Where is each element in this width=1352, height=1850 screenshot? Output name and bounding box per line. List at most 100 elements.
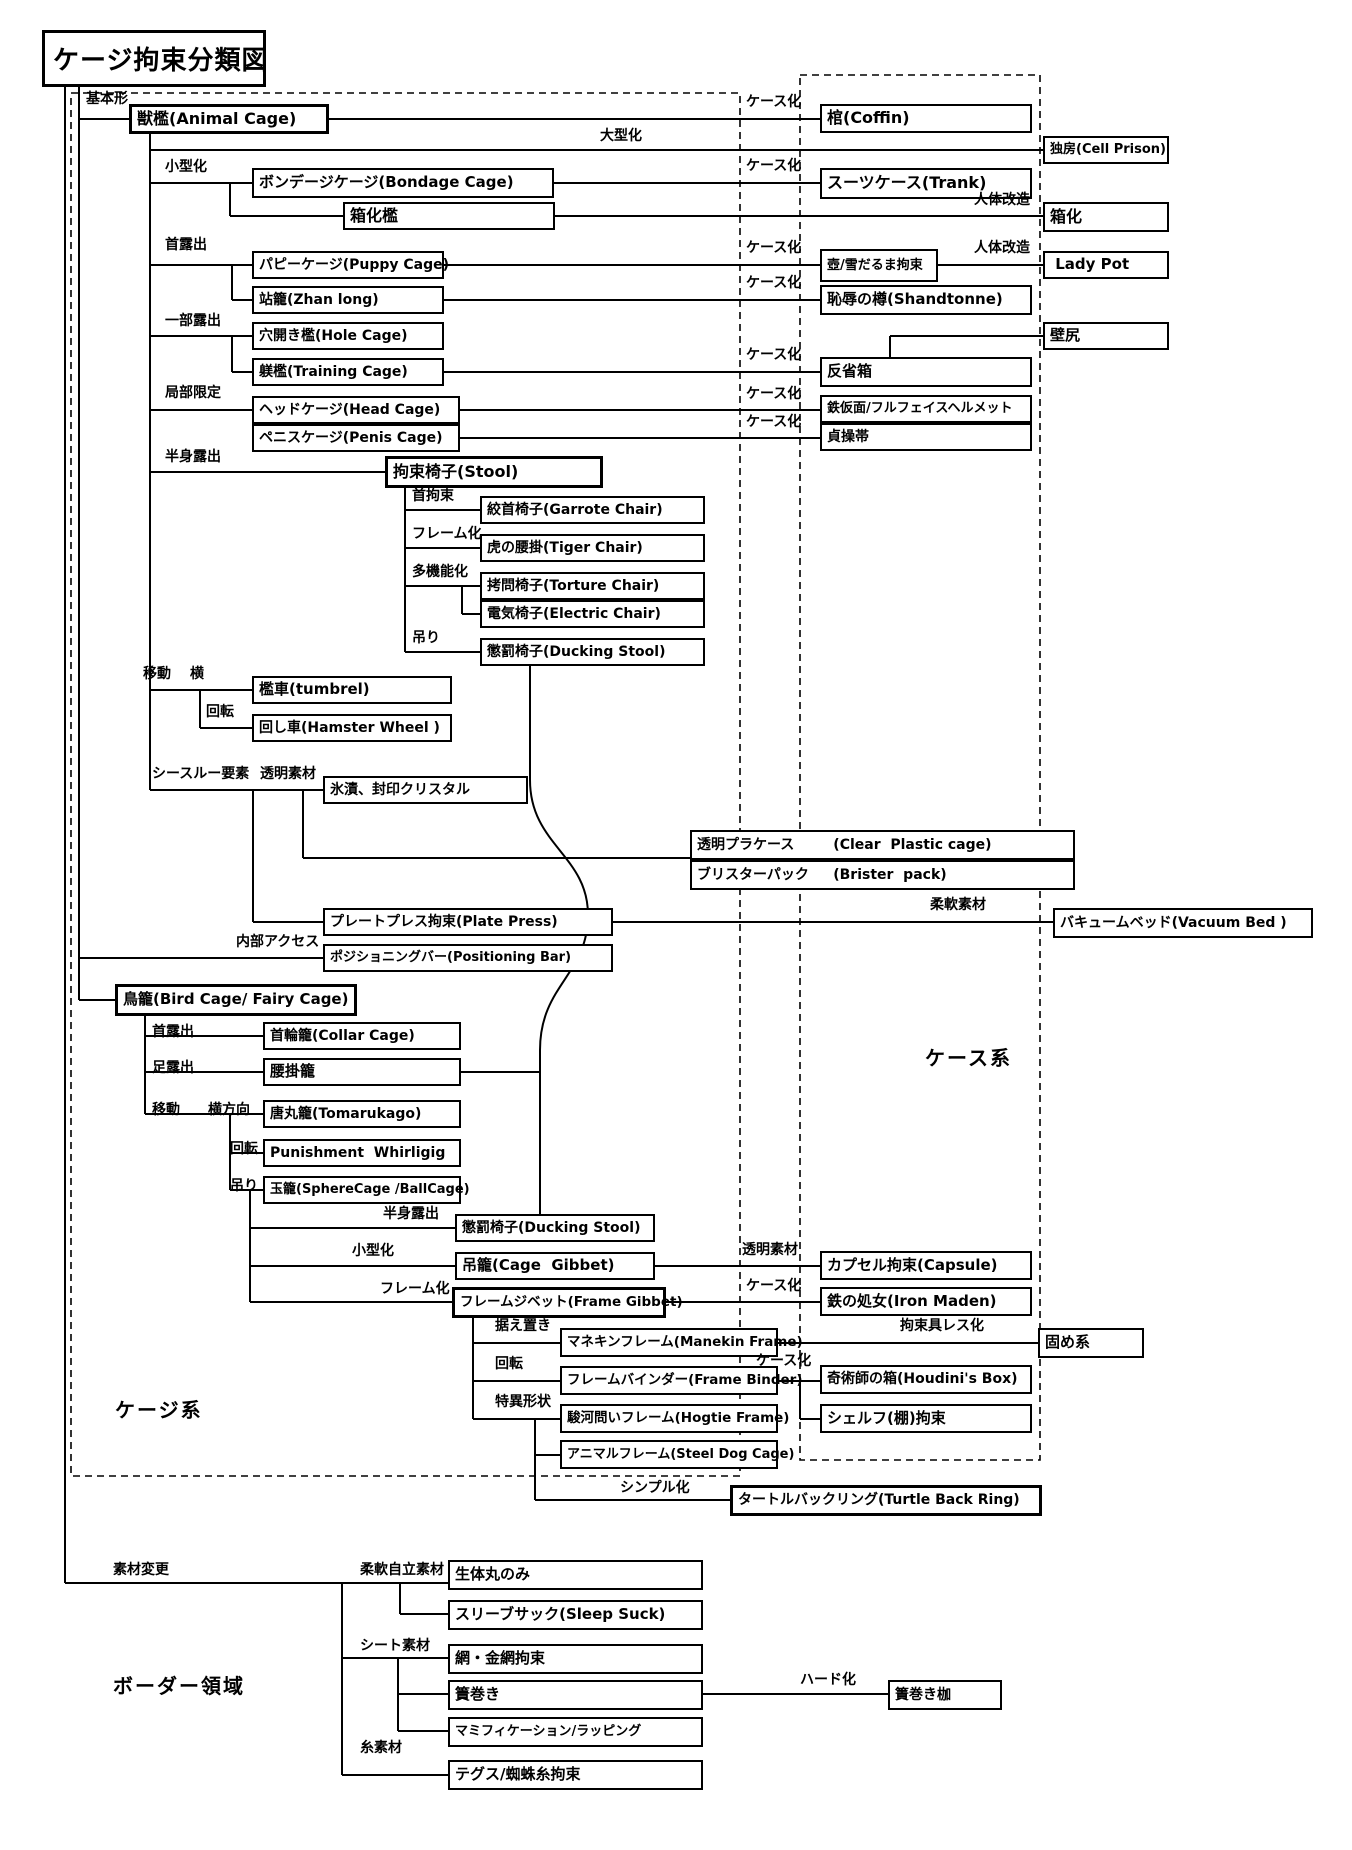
tumbrel-box: 檻車(tumbrel) bbox=[252, 676, 452, 704]
hanging-1-label: 吊り bbox=[412, 630, 440, 646]
pot-snowman-restraint-box: 壺/雪だるま拘束 bbox=[820, 249, 938, 282]
enlargement-label: 大型化 bbox=[600, 128, 642, 144]
box-cage-box: 箱化檻 bbox=[343, 202, 555, 230]
case-ization-5-label: ケース化 bbox=[746, 347, 802, 363]
body-modification-2-label: 人体改造 bbox=[974, 240, 1030, 256]
rotation-2-label: 回転 bbox=[230, 1141, 258, 1157]
bondage-cage-box: ボンデージケージ(Bondage Cage) bbox=[252, 168, 554, 198]
diagram-title: ケージ拘束分類図 bbox=[42, 30, 267, 87]
movement-1-label: 移動 bbox=[143, 666, 171, 682]
hardening-type-box: 固め系 bbox=[1038, 1328, 1144, 1358]
foot-exposed-label: 足露出 bbox=[152, 1060, 194, 1076]
frame-ization-2-label: フレーム化 bbox=[380, 1281, 450, 1297]
manekin-frame-box: マネキンフレーム(Manekin Frame) bbox=[560, 1328, 803, 1357]
hole-cage-box: 穴開き檻(Hole Cage) bbox=[252, 322, 444, 350]
cage-gibbet-box: 吊籠(Cage Gibbet) bbox=[455, 1252, 655, 1280]
animal-cage-box: 獣檻(Animal Cage) bbox=[129, 104, 329, 134]
garrote-chair-box: 絞首椅子(Garrote Chair) bbox=[480, 496, 705, 524]
peculiar-shape-label: 特異形状 bbox=[495, 1394, 551, 1410]
cell-prison-box: 独房(Cell Prison) bbox=[1043, 136, 1169, 164]
zhan-long-box: 站籠(Zhan long) bbox=[252, 286, 444, 314]
half-body-exposed-2-label: 半身露出 bbox=[383, 1206, 439, 1222]
chastity-belt-box: 貞操帯 bbox=[820, 423, 1032, 451]
lateral-direction-label: 横方向 bbox=[208, 1102, 250, 1118]
case-ization-1-label: ケース化 bbox=[746, 94, 802, 110]
flexible-material-label: 柔軟素材 bbox=[930, 897, 986, 913]
tomarukago-box: 唐丸籠(Tomarukago) bbox=[263, 1100, 461, 1128]
mummification-wrapping-box: マミフィケーション/ラッピング bbox=[448, 1717, 703, 1747]
iron-maiden-box: 鉄の処女(Iron Maden) bbox=[820, 1287, 1032, 1316]
case-ization-4-label: ケース化 bbox=[746, 275, 802, 291]
region-border-domain-label: ボーダー領域 bbox=[113, 1674, 245, 1698]
animal-frame-box: アニマルフレーム(Steel Dog Cage) bbox=[560, 1440, 794, 1469]
electric-chair-box: 電気椅子(Electric Chair) bbox=[480, 600, 705, 628]
movement-2-label: 移動 bbox=[152, 1102, 180, 1118]
hardening-label: ハード化 bbox=[800, 1672, 856, 1688]
hanging-2-label: 吊り bbox=[230, 1178, 258, 1194]
capsule-restraint-box: カプセル拘束(Capsule) bbox=[820, 1251, 1032, 1280]
reflection-box-box: 反省箱 bbox=[820, 357, 1032, 387]
curved-connector bbox=[529, 666, 590, 1072]
trunk-suitcase-box: スーツケース(Trank) bbox=[820, 168, 1032, 199]
case-ization-2-label: ケース化 bbox=[746, 158, 802, 174]
frame-binder-box: フレームバインダー(Frame Binder) bbox=[560, 1366, 803, 1395]
region-case-type-label: ケース系 bbox=[925, 1046, 1012, 1070]
restraint-less-ization-label: 拘束具レス化 bbox=[900, 1318, 984, 1334]
ice-seal-crystal-box: 氷漬、封印クリスタル bbox=[323, 776, 528, 804]
body-modification-1-label: 人体改造 bbox=[974, 192, 1030, 208]
tegusu-spider-silk-box: テグス/蜘蛛糸拘束 bbox=[448, 1760, 703, 1790]
shelf-restraint-box: シェルフ(棚)拘束 bbox=[820, 1404, 1032, 1433]
punishment-whirligig-box: Punishment Whirligig bbox=[263, 1139, 461, 1167]
seat-basket-box: 腰掛籠 bbox=[263, 1058, 461, 1086]
see-through-element-label: シースルー要素 bbox=[152, 766, 250, 782]
basic-form-label: 基本形 bbox=[86, 91, 128, 107]
case-ization-8-label: ケース化 bbox=[746, 1278, 802, 1294]
bird-cage-box: 鳥籠(Bird Cage/ Fairy Cage) bbox=[115, 984, 357, 1016]
clear-plastic-case-box: 透明プラケース (Clear Plastic cage) bbox=[690, 830, 1075, 860]
sumaki-box: 簀巻き bbox=[448, 1680, 703, 1710]
stationary-label: 据え置き bbox=[495, 1318, 551, 1334]
transparent-material-2-label: 透明素材 bbox=[742, 1242, 798, 1258]
boxification-box: 箱化 bbox=[1043, 202, 1169, 232]
frame-gibbet-box: フレームジベット(Frame Gibbet) bbox=[452, 1287, 683, 1318]
training-cage-box: 躾檻(Training Cage) bbox=[252, 358, 444, 386]
hamster-wheel-box: 回し車(Hamster Wheel ) bbox=[252, 714, 452, 742]
vacuum-bed-box: バキュームベッド(Vacuum Bed ) bbox=[1053, 908, 1313, 938]
multifunction-label: 多機能化 bbox=[412, 564, 468, 580]
wall-butt-box: 壁尻 bbox=[1043, 322, 1169, 350]
hogtie-frame-box: 駿河問いフレーム(Hogtie Frame) bbox=[560, 1404, 789, 1433]
miniaturization-1-label: 小型化 bbox=[165, 159, 207, 175]
sleep-sack-box: スリーブサック(Sleep Suck) bbox=[448, 1600, 703, 1630]
ducking-stool-1-box: 懲罰椅子(Ducking Stool) bbox=[480, 638, 705, 666]
flexible-self-standing-material-label: 柔軟自立素材 bbox=[360, 1562, 444, 1578]
restraint-chair-box: 拘束椅子(Stool) bbox=[385, 456, 603, 488]
positioning-bar-box: ポジショニングバー(Positioning Bar) bbox=[323, 944, 613, 972]
cage-family-region bbox=[70, 92, 741, 1477]
head-cage-box: ヘッドケージ(Head Cage) bbox=[252, 396, 460, 424]
transparent-material-1-label: 透明素材 bbox=[260, 766, 316, 782]
case-ization-3-label: ケース化 bbox=[746, 240, 802, 256]
iron-mask-helmet-box: 鉄仮面/フルフェイスヘルメット bbox=[820, 395, 1032, 423]
partial-exposure-label: 一部露出 bbox=[165, 313, 221, 329]
torture-chair-box: 拷問椅子(Torture Chair) bbox=[480, 572, 705, 600]
case-family-region bbox=[799, 74, 1041, 1461]
case-ization-6-label: ケース化 bbox=[746, 386, 802, 402]
lateral-label: 横 bbox=[190, 666, 204, 682]
raw-body-swallow-box: 生体丸のみ bbox=[448, 1560, 703, 1590]
sphere-cage-box: 玉籠(SphereCage /BallCage) bbox=[263, 1176, 470, 1204]
internal-access-label: 内部アクセス bbox=[236, 934, 320, 950]
turtle-back-ring-box: タートルバックリング(Turtle Back Ring) bbox=[730, 1485, 1042, 1516]
shame-barrel-box: 恥辱の樽(Shandtonne) bbox=[820, 285, 1032, 315]
neck-restraint-label: 首拘束 bbox=[412, 488, 454, 504]
collar-cage-box: 首輪籠(Collar Cage) bbox=[263, 1022, 461, 1050]
frame-ization-1-label: フレーム化 bbox=[412, 526, 482, 542]
miniaturization-2-label: 小型化 bbox=[352, 1243, 394, 1259]
material-change-label: 素材変更 bbox=[113, 1562, 169, 1578]
puppy-cage-box: パピーケージ(Puppy Cage) bbox=[252, 251, 449, 279]
neck-exposed-1-label: 首露出 bbox=[165, 237, 207, 253]
lady-pot-box: Lady Pot bbox=[1043, 251, 1169, 279]
case-ization-7-label: ケース化 bbox=[746, 414, 802, 430]
localized-limited-label: 局部限定 bbox=[165, 385, 221, 401]
